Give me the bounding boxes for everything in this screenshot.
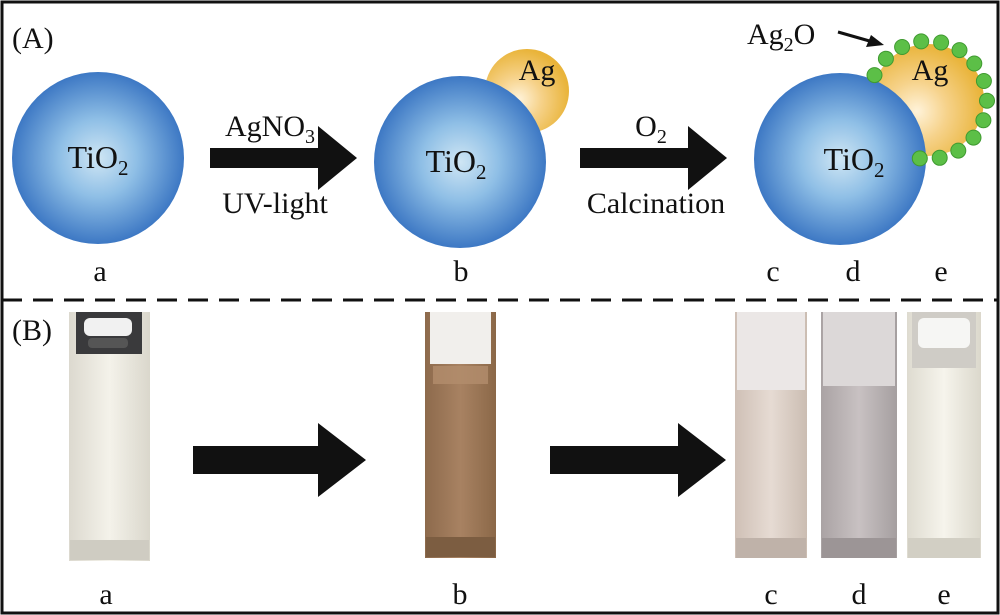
step2-reagent: O2 xyxy=(635,110,667,148)
step2-condition: Calcination xyxy=(587,187,725,220)
ag2o-shell xyxy=(866,33,995,167)
step-arrow-2: O2 Calcination xyxy=(580,110,727,220)
ag-label: Ag xyxy=(519,54,556,87)
vial-letter-d: d xyxy=(852,578,867,611)
arrow-right-icon xyxy=(193,423,366,497)
ag2o-dot xyxy=(933,34,950,51)
panel-a: (A) TiO2 AgNO3 UV-light Ag TiO2 O2 Calci… xyxy=(12,18,995,288)
vial-b-photo xyxy=(423,310,498,560)
arrow-right-icon xyxy=(580,126,727,190)
ag2o-dot xyxy=(877,50,894,67)
vial-letter-b: b xyxy=(453,578,468,611)
vial-a-photo xyxy=(66,310,153,563)
tio2-sphere xyxy=(754,73,926,245)
vial-letter-c: c xyxy=(764,578,777,611)
panel-a-label: (A) xyxy=(12,22,54,55)
ag2o-dot xyxy=(950,142,967,159)
tio2-label: TiO2 xyxy=(426,143,487,184)
vial-e-photo xyxy=(905,310,983,560)
ag2o-dot xyxy=(965,129,982,146)
ag2o-dot xyxy=(931,149,948,166)
particle-letter-d: d xyxy=(846,255,861,288)
ag2o-dot xyxy=(975,112,992,129)
particle-letter-b: b xyxy=(454,255,469,288)
particle-letter-e: e xyxy=(934,255,947,288)
particle-a: TiO2 xyxy=(12,72,184,244)
ag2o-dot xyxy=(913,33,930,50)
tio2-sphere xyxy=(374,76,546,248)
particle-b: Ag TiO2 xyxy=(374,49,569,248)
ag2o-dot xyxy=(866,67,883,84)
particle-cde: Ag TiO2 Ag2O xyxy=(747,18,995,245)
vial-letter-a: a xyxy=(99,578,112,611)
ag2o-dot xyxy=(975,73,992,89)
tio2-label: TiO2 xyxy=(824,141,885,182)
arrow-right-icon xyxy=(210,126,357,190)
ag2o-dot xyxy=(951,42,968,59)
tio2-label: TiO2 xyxy=(68,139,129,180)
ag2o-dot xyxy=(911,150,928,167)
vial-d-photo xyxy=(819,310,899,560)
vial-c-photo xyxy=(733,310,809,560)
particle-letter-a: a xyxy=(93,255,106,288)
ag2o-dot xyxy=(979,92,995,109)
ag-label: Ag xyxy=(912,54,949,87)
pointer-arrow-icon xyxy=(837,30,884,47)
vial-letter-e: e xyxy=(937,578,950,611)
step1-condition: UV-light xyxy=(222,187,328,220)
particle-letter-c: c xyxy=(766,255,779,288)
ag2o-dot xyxy=(894,39,911,55)
ag2o-dot xyxy=(966,55,983,72)
step-arrow-1: AgNO3 UV-light xyxy=(210,110,357,220)
step1-reagent: AgNO3 xyxy=(225,110,315,148)
ag2o-label: Ag2O xyxy=(747,18,815,56)
tio2-sphere xyxy=(12,72,184,244)
panel-b: (B) xyxy=(12,310,983,611)
panel-b-label: (B) xyxy=(12,314,52,347)
arrow-right-icon xyxy=(550,423,726,497)
